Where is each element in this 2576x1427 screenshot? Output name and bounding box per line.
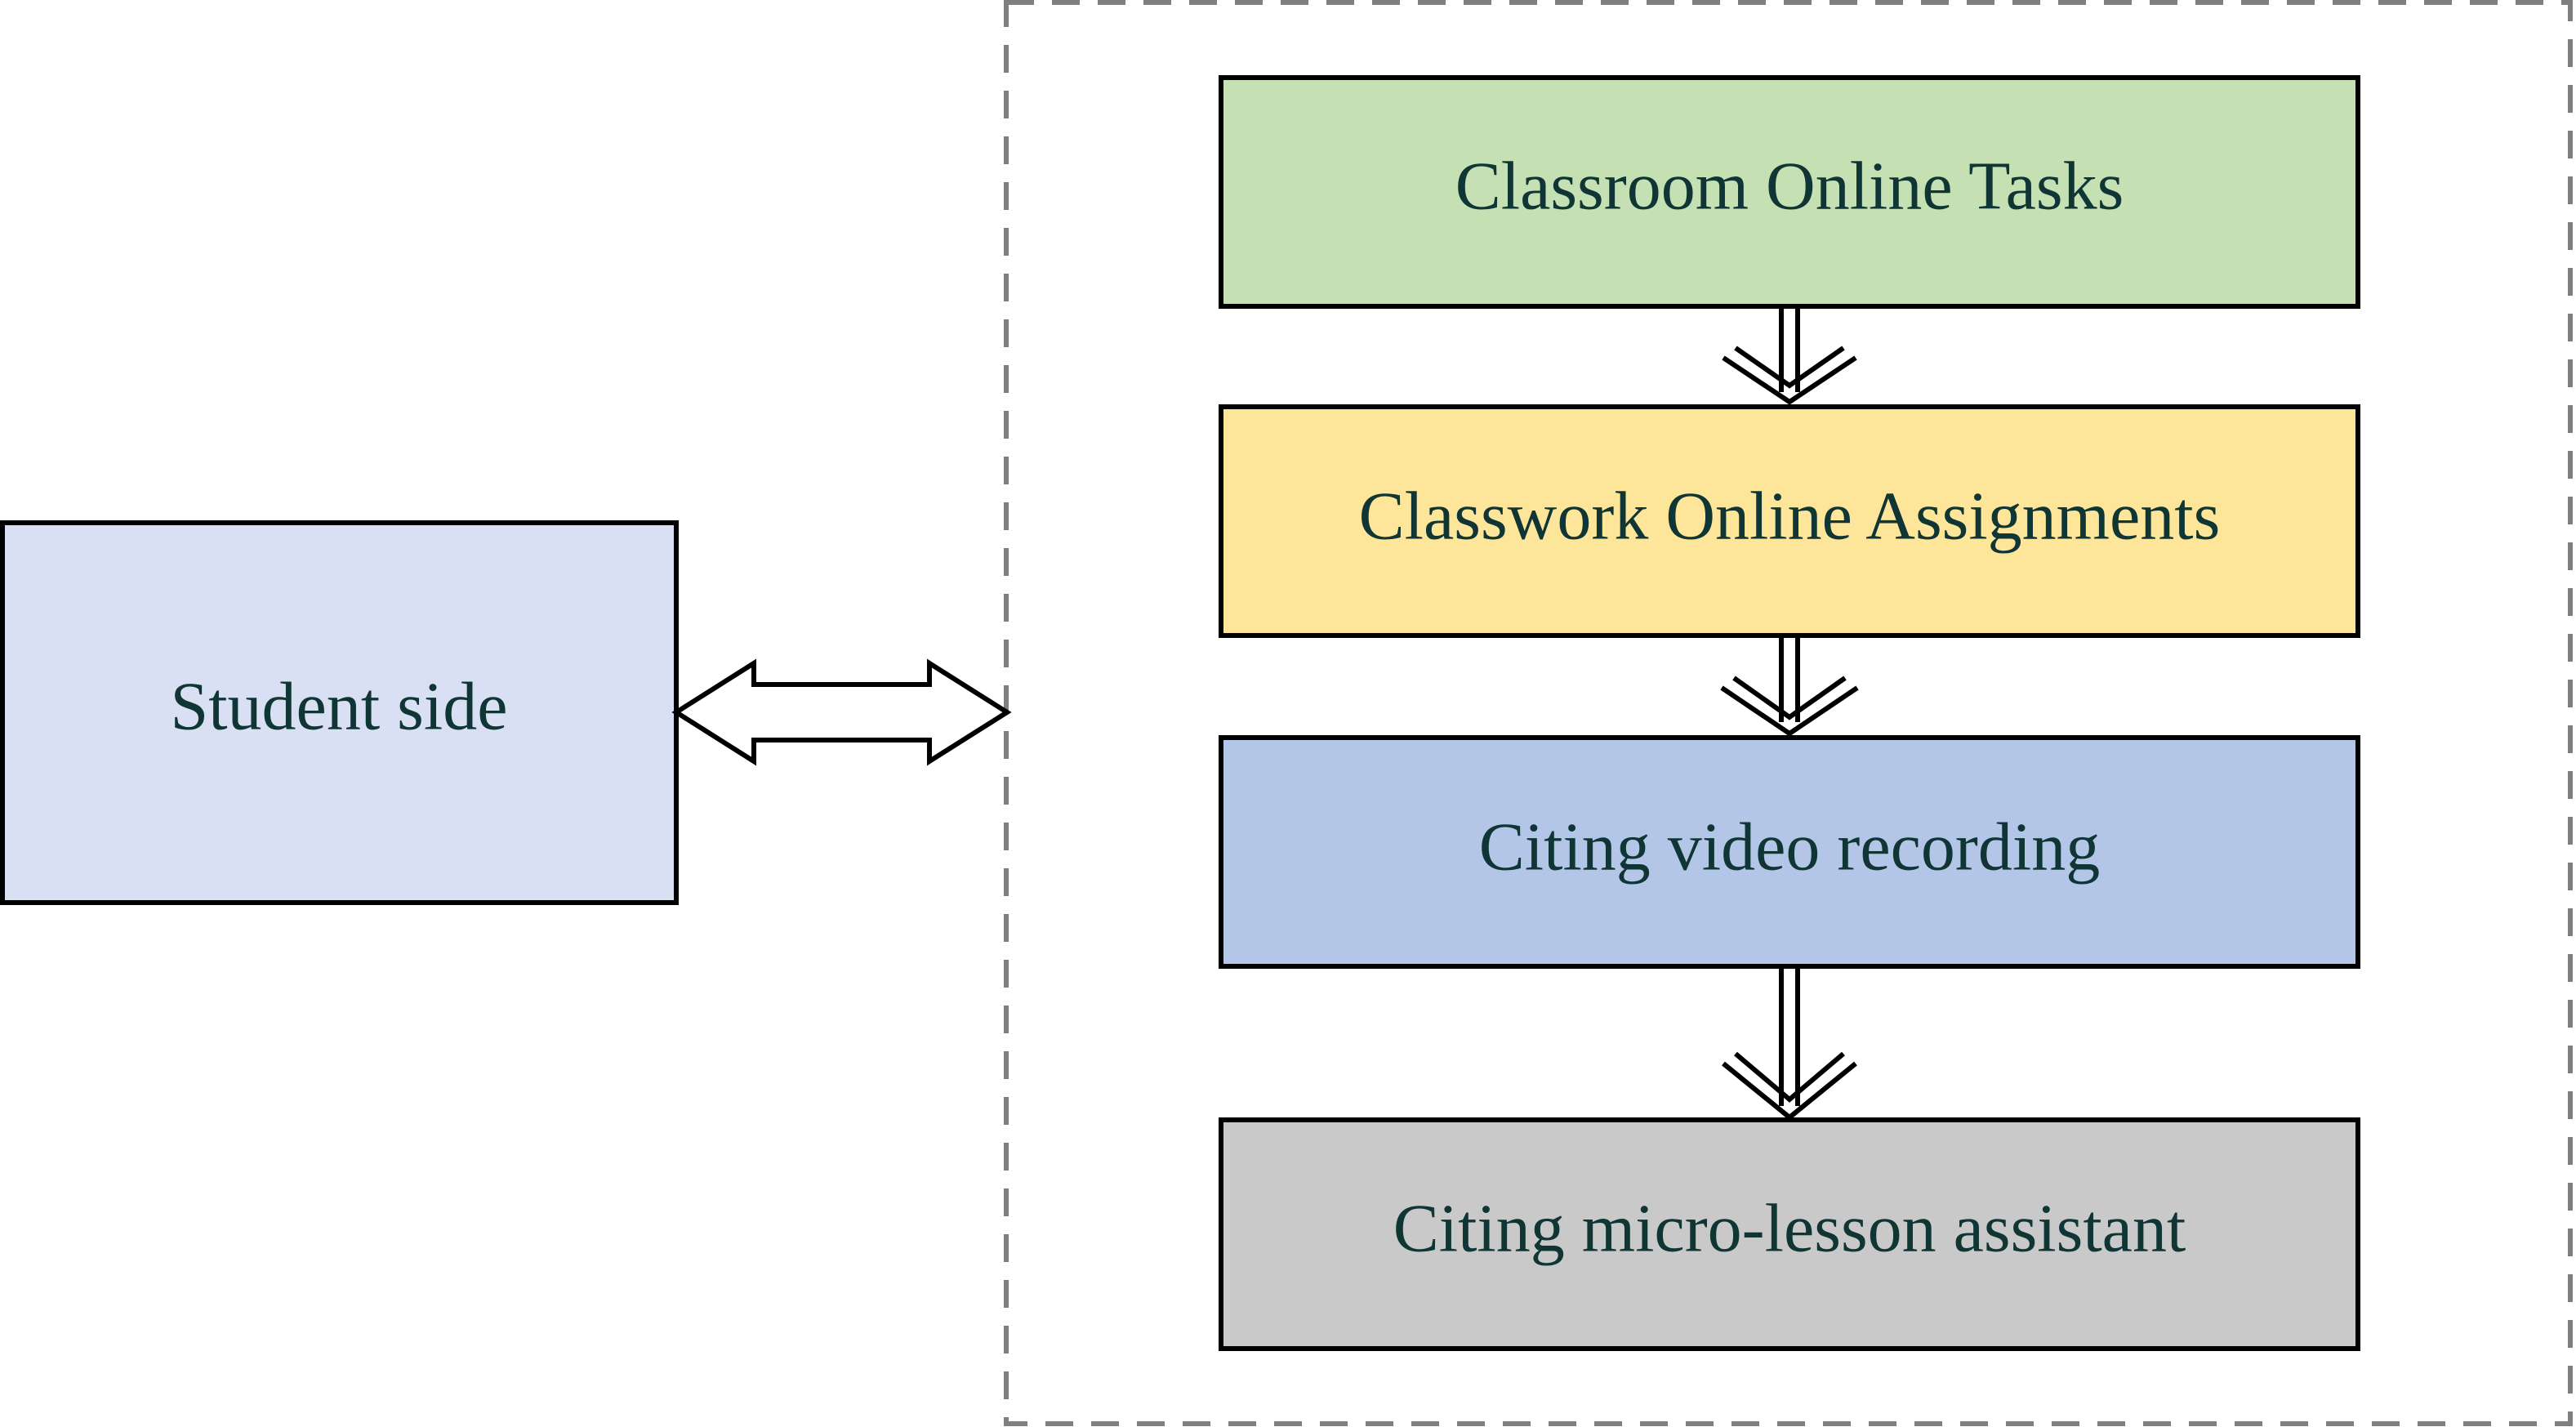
flow-step-box	[1219, 1117, 2360, 1351]
flow-step-4: Citing micro-lesson assistant	[1219, 1117, 2360, 1351]
student-side-box	[0, 520, 679, 905]
flow-step-1: Classroom Online Tasks	[1219, 75, 2360, 309]
flow-step-box	[1219, 404, 2360, 638]
flow-step-label: Classroom Online Tasks	[1455, 148, 2124, 224]
flow-step-2: Classwork Online Assignments	[1219, 404, 2360, 638]
flow-step-3: Citing video recording	[1219, 735, 2360, 969]
down-arrow-1	[1722, 306, 1857, 405]
student-side-node: Student side	[0, 520, 679, 905]
bidirectional-arrow	[671, 658, 1012, 766]
down-arrow-2	[1720, 635, 1859, 737]
flow-step-label: Citing micro-lesson assistant	[1393, 1190, 2186, 1266]
flow-step-label: Citing video recording	[1479, 809, 2101, 885]
flow-step-box	[1219, 735, 2360, 969]
flow-step-label: Classwork Online Assignments	[1359, 478, 2221, 554]
student-side-label: Student side	[171, 668, 508, 744]
flow-step-box	[1219, 75, 2360, 309]
down-arrow-3	[1722, 966, 1857, 1121]
